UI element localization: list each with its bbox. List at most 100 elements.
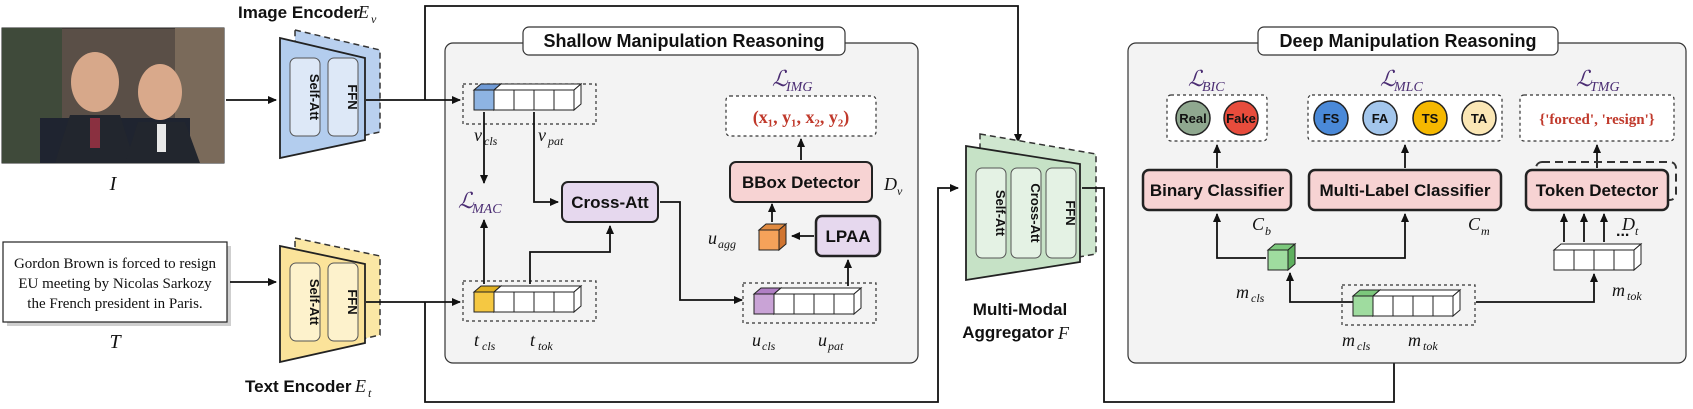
loss-img-sub: IMG [785, 80, 812, 95]
lpaa-label: LPAA [825, 227, 870, 246]
arrow-ttok-to-cross-att [529, 225, 614, 284]
token-detector-symbol: D [1621, 214, 1635, 234]
real-label: Real [1179, 111, 1206, 126]
lpaa-box [814, 214, 882, 258]
loss-bic-L: ℒ [1188, 66, 1205, 91]
aggregator-label-2: Aggregator [962, 323, 1054, 342]
token-output-text: {'forced', 'resign'} [1539, 112, 1655, 128]
token-output-box [1519, 94, 1675, 142]
binary-classifier-symbol: C [1252, 214, 1265, 234]
image-encoder-self-att: Self-Att [307, 74, 322, 121]
loss-mlc-L: ℒ [1380, 66, 1397, 91]
lower-m-cls-label-sub: cls [1357, 339, 1371, 353]
shallow-title: Shallow Manipulation Reasoning [543, 31, 824, 51]
loss-bic-sub: BIC [1202, 80, 1225, 95]
aggregator-ffn: FFN [1063, 200, 1078, 225]
arrow-aggregator-to-deep [1082, 187, 1398, 403]
multilabel-classifier-symbol: C [1468, 214, 1481, 234]
u-agg-label-sub: agg [718, 237, 736, 251]
u-cls-label: u [752, 330, 761, 350]
ta-circle [1461, 100, 1497, 136]
input-text-line-1: Gordon Brown is forced to resign [14, 256, 217, 272]
image-encoder-label: Image Encoder [238, 3, 360, 22]
v-cls-label-sub: cls [484, 134, 498, 148]
mtok-dots: ... [1616, 223, 1629, 240]
fake-circle [1223, 100, 1259, 136]
fa-label: FA [1372, 111, 1389, 126]
image-encoder-symbol: E [357, 2, 369, 22]
bbox-detector-label: BBox Detector [742, 173, 860, 192]
t-tok-cells [492, 284, 583, 314]
aggregator-cross-att: Cross-Att [1028, 183, 1043, 243]
bbox-output-box [725, 95, 877, 137]
bypass-line-bottom [424, 184, 959, 403]
bbox-output-text: (x₁, y₁, x₂, y₂) [753, 107, 850, 128]
loss-mlc-sub: MLC [1393, 80, 1423, 95]
shallow-cross-att-label: Cross-Att [571, 193, 649, 212]
upper-m-cls-label: m [1236, 282, 1249, 302]
loss-img-L: ℒ [772, 66, 789, 91]
arrow-vpat-to-cross-att [533, 112, 559, 206]
arrow-mcls-to-binary [1213, 213, 1266, 259]
aggregator-symbol: F [1057, 323, 1070, 343]
v-pat-cells [492, 82, 583, 112]
ts-circle [1412, 100, 1448, 136]
text-encoder-symbol-sub: t [368, 386, 372, 400]
text-encoder-label: Text Encoder [245, 377, 352, 396]
ts-label: TS [1422, 111, 1439, 126]
multimodal-aggregator [965, 133, 1097, 282]
token-detector-label: Token Detector [1536, 181, 1659, 200]
image-encoder [279, 29, 381, 160]
bbox-detector-box [729, 161, 873, 203]
v-cls-label: v [474, 125, 482, 145]
input-text-line-2: EU meeting by Nicolas Sarkozy [18, 276, 212, 292]
text-encoder-symbol: E [354, 376, 366, 396]
multilabel-output-box [1307, 94, 1503, 142]
aggregator-label-1: Multi-Modal [973, 300, 1067, 319]
multilabel-classifier-box [1307, 168, 1503, 212]
fs-circle [1313, 100, 1349, 136]
text-input-symbol: T [109, 331, 122, 353]
u-pat-cells [772, 286, 863, 316]
shallow-title-box [522, 26, 846, 56]
v-pat-label: v [538, 125, 546, 145]
upper-m-cls-label-sub: cls [1251, 291, 1265, 305]
aggregator-self-att: Self-Att [993, 190, 1008, 237]
ta-label: TA [1471, 111, 1488, 126]
t-tok-label-sub: tok [538, 339, 553, 353]
m-token-group [1341, 284, 1476, 326]
text-encoder [279, 237, 381, 364]
t-cls-label: t [474, 330, 480, 350]
token-detector-symbol-sub: t [1635, 224, 1639, 238]
lower-m-tok-label: m [1408, 330, 1421, 350]
upper-m-cls-cell [1266, 242, 1297, 272]
binary-classifier-box [1141, 168, 1293, 212]
upper-m-tok-label-sub: tok [1627, 289, 1642, 303]
lower-m-tok-label-sub: tok [1423, 339, 1438, 353]
input-text-box [2, 241, 231, 326]
u-agg-label: u [708, 228, 717, 248]
input-text-line-3: the French president in Paris. [27, 296, 202, 312]
t-tok-label: t [530, 330, 536, 350]
shallow-cross-att-box [561, 181, 659, 223]
image-encoder-ffn: FFN [345, 84, 360, 109]
loss-tmg-sub: TMG [1590, 80, 1620, 95]
image-input-symbol: I [109, 173, 118, 195]
loss-tmg-L: ℒ [1576, 66, 1593, 91]
u-token-group [742, 282, 877, 324]
upper-m-tok-label: m [1612, 280, 1625, 300]
image-encoder-symbol-sub: v [371, 12, 377, 26]
fa-circle [1362, 100, 1398, 136]
bbox-detector-symbol-sub: v [897, 184, 903, 198]
real-circle [1175, 100, 1211, 136]
token-detector-box [1524, 168, 1670, 212]
arrow-mcls-to-multilabel [1297, 213, 1409, 259]
deep-title-box [1257, 26, 1559, 56]
arrow-mcls-group-to-upper [1286, 272, 1370, 303]
fake-label: Fake [1226, 111, 1256, 126]
v-pat-label-sub: pat [547, 134, 564, 148]
text-encoder-self-att: Self-Att [307, 279, 322, 326]
u-agg-cell [757, 222, 788, 252]
t-cls-label-sub: cls [482, 339, 496, 353]
